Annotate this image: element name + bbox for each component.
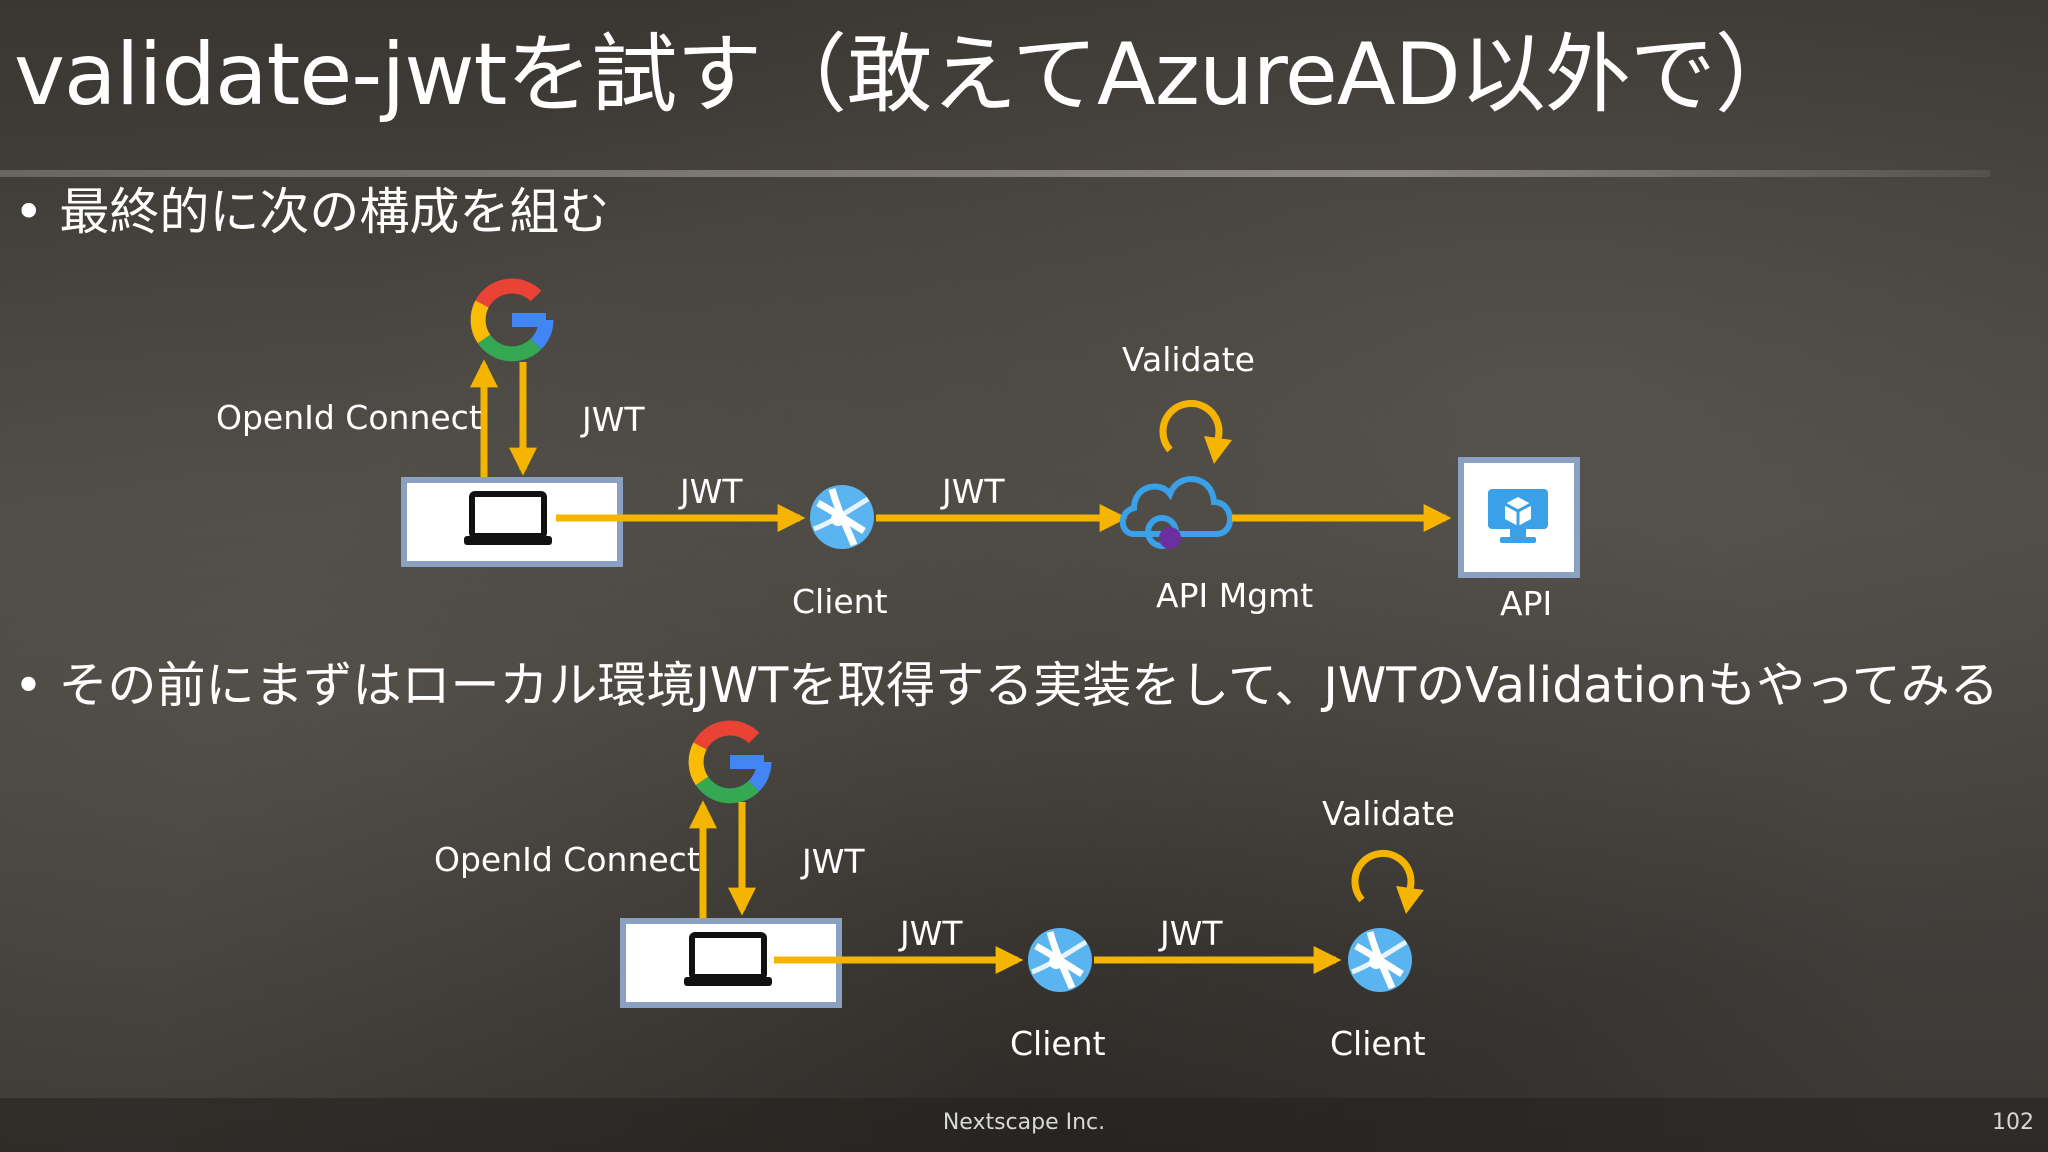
google-icon (696, 728, 764, 796)
slide-title: validate-jwtを試す（敢えてAzureAD以外で） (14, 25, 1801, 125)
bullet-1: • 最終的に次の構成を組む (14, 183, 610, 241)
label-jwt-from-google: JWT (582, 400, 645, 439)
page-number: 102 (1992, 1110, 2034, 1135)
footer-bar (0, 1098, 2048, 1152)
bullet-2: • その前にまずはローカル環境JWTを取得する実装をして、JWTのValidat… (14, 657, 1999, 714)
label-client: Client (792, 582, 888, 621)
footer-company: Nextscape Inc. (942, 1110, 1106, 1135)
client-globe-icon (1028, 928, 1092, 992)
label-jwt-to-client: JWT (680, 472, 743, 511)
label-validate: Validate (1122, 340, 1255, 379)
title-divider (0, 170, 1990, 177)
label-validate-2: Validate (1322, 794, 1455, 833)
label-client-2: Client (1010, 1024, 1106, 1063)
label-openid-connect: OpenId Connect (216, 398, 482, 437)
label-api-management: API Mgmt (1156, 576, 1314, 615)
label-jwt-to-client-2: JWT (900, 914, 963, 953)
label-openid-connect-2: OpenId Connect (434, 840, 700, 879)
client2-globe-icon (1348, 928, 1412, 992)
label-api: API (1500, 584, 1553, 623)
validate-rotate-icon (1355, 853, 1424, 914)
label-jwt-to-apim: JWT (942, 472, 1005, 511)
label-jwt-to-client2: JWT (1160, 914, 1223, 953)
label-client2: Client (1330, 1024, 1426, 1063)
label-jwt-from-google-2: JWT (802, 842, 865, 881)
